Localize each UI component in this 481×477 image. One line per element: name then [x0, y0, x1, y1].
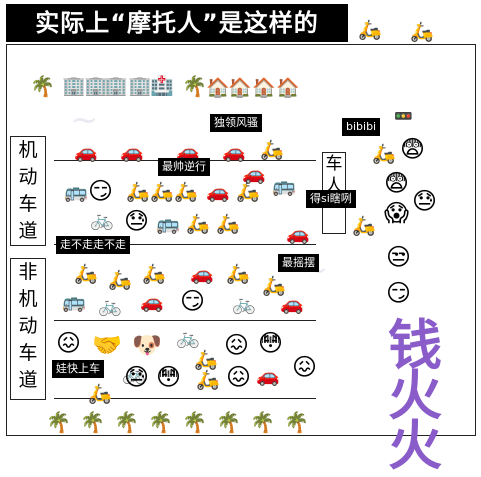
lane-label-non-motor: 非机动车道	[10, 258, 46, 400]
lane-label-motor: 机动车道	[10, 136, 46, 246]
palm-tree-icon: 🌴	[182, 74, 207, 98]
astonished-face-icon: 😳	[156, 363, 182, 391]
bus-icon: 🚌	[272, 175, 296, 197]
scooter-icon: 🛵	[142, 263, 166, 285]
scooter-icon: 🛵	[196, 369, 220, 391]
car-icon: 🚗	[74, 141, 98, 163]
tag-dont-go: 走不走走不走	[56, 236, 130, 254]
tag-baby-ride: 娃快上车	[52, 360, 104, 378]
scooter-icon: 🛵	[226, 263, 250, 285]
palm-tree-icon: 🌴	[182, 410, 207, 434]
office-icon: 🏢	[128, 75, 152, 97]
tag-lone-rider: 独领风骚	[210, 114, 262, 132]
palm-tree-icon: 🌴	[80, 410, 105, 434]
bike-icon: 🚲	[98, 295, 122, 317]
lane-line	[54, 320, 316, 321]
palm-tree-icon: 🌴	[46, 410, 71, 434]
bus-icon: 🚌	[64, 181, 88, 203]
tag-bibibi: bibibi	[342, 118, 381, 136]
confounded-face-icon: 😖	[56, 329, 82, 357]
house-icon: 🏠	[252, 77, 276, 99]
palm-tree-icon: 🌴	[148, 410, 173, 434]
scooter-icon: 🛵	[174, 181, 198, 203]
car-icon: 🚗	[120, 141, 144, 163]
car-icon: 🚗	[140, 291, 164, 313]
traffic-light-icon: 🚥	[394, 107, 413, 125]
scared-face-icon: 😨	[384, 169, 410, 197]
bike-icon: 🚲	[122, 363, 146, 385]
bike-icon: 🚲	[176, 327, 200, 349]
scooter-icon: 🛵	[108, 269, 132, 291]
page-title: 实际上“摩托人”是这样的	[6, 4, 348, 42]
confounded-face-icon: 😖	[224, 331, 250, 359]
handshake-icon: 🤝	[92, 331, 122, 359]
watermark-logo: 钱火火	[388, 313, 442, 477]
scooter-icon: 🛵	[352, 215, 376, 237]
scene-frame	[6, 44, 476, 436]
car-icon: 🚗	[222, 141, 246, 163]
tag-coolest-wrong-way: 最帅逆行	[158, 158, 210, 176]
scooter-icon: 🛵	[358, 19, 382, 41]
scooter-icon: 🛵	[186, 213, 210, 235]
bike-icon: 🚲	[232, 293, 256, 315]
scooter-icon: 🛵	[216, 213, 240, 235]
bus-icon: 🚌	[62, 291, 86, 313]
scooter-icon: 🛵	[194, 349, 218, 371]
scooter-icon: 🛵	[150, 181, 174, 203]
scooter-icon: 🛵	[410, 21, 434, 43]
office-icon: 🏢	[104, 75, 128, 97]
tag-most-swaying: 最摇摆	[278, 254, 319, 272]
scooter-icon: 🛵	[236, 181, 260, 203]
scooter-icon: 🛵	[262, 275, 286, 297]
hospital-icon: 🏥	[150, 75, 174, 97]
palm-tree-icon: 🌴	[250, 410, 275, 434]
scooter-icon: 🛵	[372, 143, 396, 165]
car-icon: 🚗	[190, 263, 214, 285]
scooter-icon: 🛵	[260, 139, 284, 161]
car-icon: 🚗	[176, 141, 200, 163]
bus-icon: 🚌	[156, 213, 180, 235]
office-icon: 🏢	[62, 75, 86, 97]
sweat-face-icon: 😓	[412, 187, 438, 215]
house-icon: 🏠	[276, 77, 300, 99]
house-icon: 🏠	[206, 77, 230, 99]
dog-face-icon: 🐶	[132, 331, 162, 359]
smirk-face-icon: 😏	[386, 279, 412, 307]
office-icon: 🏢	[84, 75, 108, 97]
tag-get-si: 得si瞎咧	[306, 190, 356, 208]
car-icon: 🚗	[206, 181, 230, 203]
background-watermark: ~	[70, 100, 99, 140]
confounded-face-icon: 😖	[226, 363, 252, 391]
smirk-face-icon: 😏	[180, 287, 206, 315]
lane-line	[54, 244, 316, 245]
unamused-face-icon: 😒	[386, 243, 412, 271]
car-icon: 🚗	[256, 365, 280, 387]
car-icon: 🚗	[286, 223, 310, 245]
sweat-face-icon: 😓	[124, 207, 150, 235]
lane-line	[54, 398, 316, 399]
palm-tree-icon: 🌴	[216, 410, 241, 434]
scooter-icon: 🛵	[74, 263, 98, 285]
sweat-face-icon: 😓	[124, 363, 150, 391]
palm-tree-icon: 🌴	[30, 74, 55, 98]
smirk-face-icon: 😏	[88, 177, 114, 205]
car-icon: 🚗	[280, 293, 304, 315]
scooter-icon: 🛵	[126, 181, 150, 203]
confounded-face-icon: 😖	[292, 353, 318, 381]
bike-icon: 🚲	[90, 209, 114, 231]
car-icon: 🚗	[242, 163, 266, 185]
scared-face-icon: 😨	[400, 135, 426, 163]
palm-tree-icon: 🌴	[284, 410, 309, 434]
palm-tree-icon: 🌴	[114, 410, 139, 434]
scooter-icon: 🛵	[88, 383, 112, 405]
fearful-face-icon: 😱	[384, 199, 410, 227]
astonished-face-icon: 😳	[258, 329, 284, 357]
house-icon: 🏠	[228, 77, 252, 99]
